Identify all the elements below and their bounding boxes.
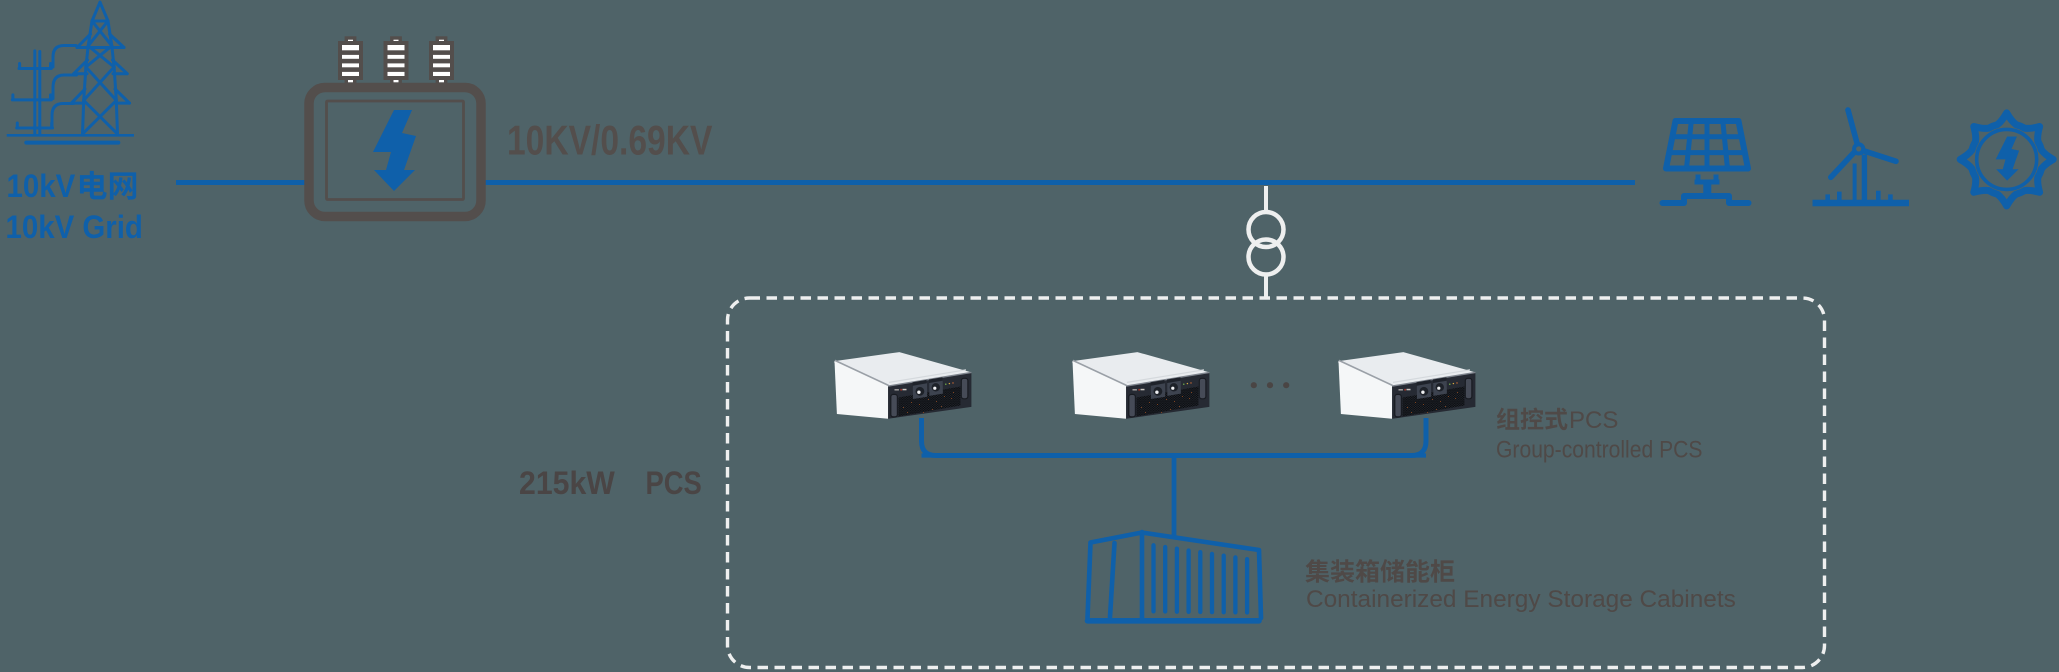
svg-text:Group-controlled PCS: Group-controlled PCS (1496, 436, 1703, 463)
svg-text:10kV Grid: 10kV Grid (6, 209, 143, 245)
svg-text:PCS: PCS (646, 466, 702, 501)
svg-text:215kW: 215kW (519, 465, 615, 501)
svg-text:10kV: 10kV (7, 168, 76, 204)
svg-text:PCS: PCS (1569, 407, 1618, 434)
svg-text:10KV/0.69KV: 10KV/0.69KV (507, 118, 713, 164)
svg-text:Containerized Energy Storage C: Containerized Energy Storage Cabinets (1306, 586, 1736, 613)
